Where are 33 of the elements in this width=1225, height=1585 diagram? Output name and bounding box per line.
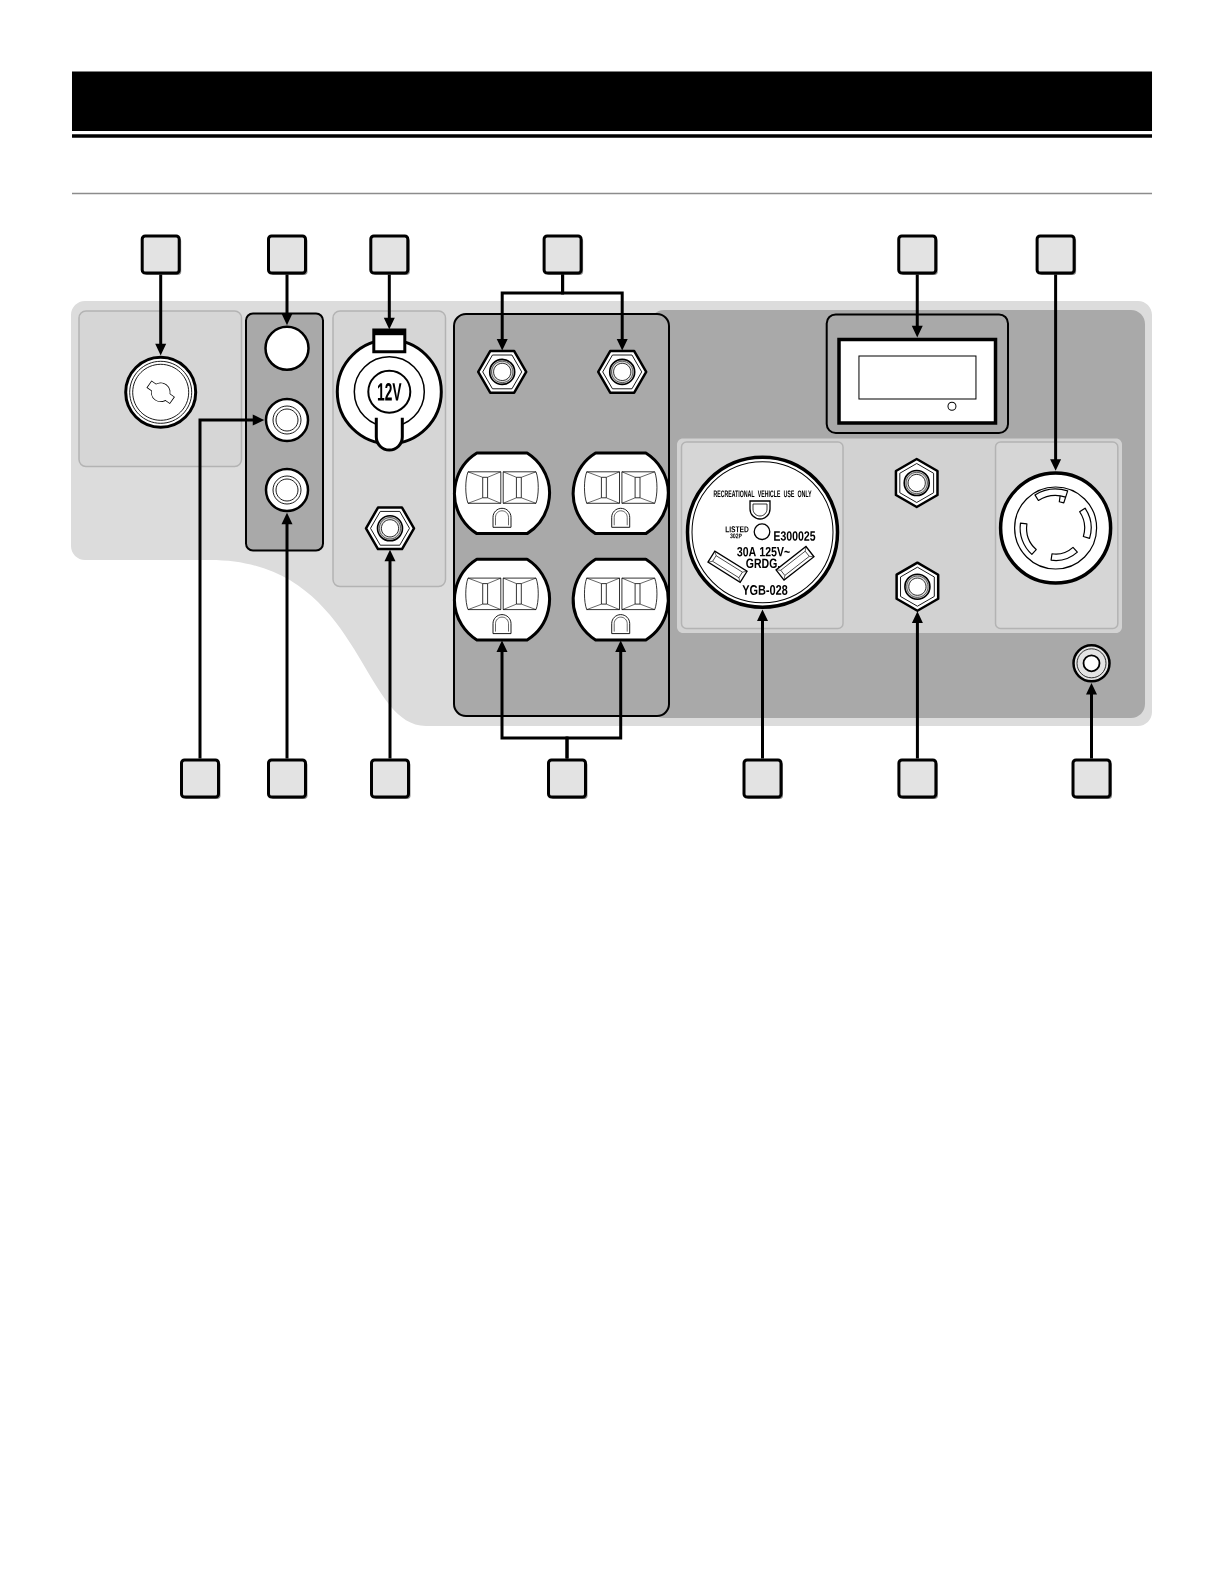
outlet-marking: 30A 125V~ — [737, 546, 790, 557]
callout-box — [1071, 758, 1112, 799]
callout-box — [1035, 234, 1077, 275]
round-terminal — [1072, 644, 1111, 683]
callout-box — [140, 234, 182, 275]
callout-box — [370, 758, 411, 799]
hex-terminal — [894, 457, 939, 509]
callout-box — [897, 758, 938, 799]
key-switch — [124, 355, 198, 429]
callout-box — [369, 234, 410, 275]
callout-box — [547, 758, 588, 799]
round-jack — [264, 467, 310, 513]
outlet-marking: YGB-028 — [742, 585, 788, 595]
callout-box — [180, 758, 221, 799]
title-bar — [72, 71, 1152, 131]
hex-terminal — [476, 349, 528, 394]
outlet-marking: E300025 — [774, 531, 816, 541]
indicator-lamp — [264, 325, 310, 372]
power-socket: 12V — [335, 328, 443, 452]
twist-lock-outlet — [998, 471, 1113, 585]
display-meter — [837, 337, 998, 425]
callout-box — [742, 758, 783, 799]
callout-box — [897, 234, 938, 275]
hex-terminal — [364, 506, 416, 551]
round-jack — [264, 397, 310, 443]
callout-box — [267, 234, 308, 275]
outlet-marking: RECREATIONAL VEHICLE USE ONLY — [713, 490, 812, 498]
outlet-marking: LISTED — [725, 526, 749, 533]
hex-terminal — [895, 561, 940, 612]
callout-box — [267, 758, 308, 799]
outlet-marking: GRDG. — [746, 558, 780, 569]
callout-box — [542, 234, 584, 275]
hex-terminal — [596, 349, 648, 394]
